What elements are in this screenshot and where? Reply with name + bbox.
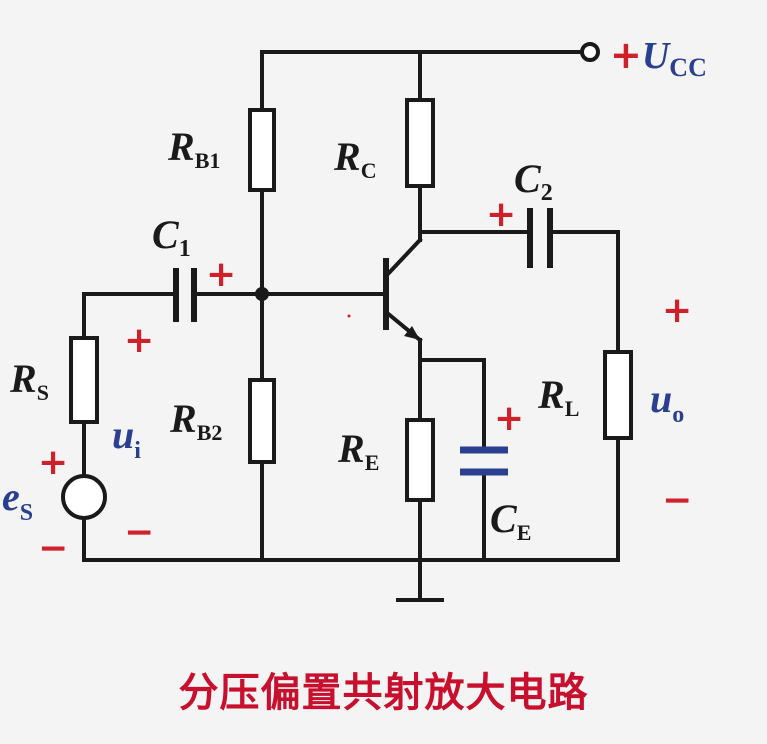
label-c2: C2 <box>514 156 553 206</box>
diagram-title: 分压偏置共射放大电路 <box>178 670 589 716</box>
label-rc: RC <box>333 134 377 183</box>
uo-minus: − <box>662 480 692 521</box>
wires <box>82 50 620 602</box>
es-minus: − <box>38 528 68 569</box>
label-re: RE <box>337 426 379 475</box>
label-ui: ui <box>112 412 141 464</box>
emitter-arrow-icon <box>404 326 420 340</box>
c1-plus: + <box>206 254 236 295</box>
resistor-re <box>405 418 435 502</box>
signal-source-icon <box>61 474 107 520</box>
uo-plus: + <box>662 290 692 331</box>
label-rs: RS <box>9 356 49 405</box>
resistor-rl <box>603 350 633 440</box>
label-ce: CE <box>490 496 531 545</box>
ui-minus: − <box>124 512 154 553</box>
label-es: eS <box>2 474 33 526</box>
label-rb1: RB1 <box>167 124 220 173</box>
resistor-rb2 <box>248 378 276 464</box>
supply-label: +UCC <box>610 33 707 82</box>
label-c1: C1 <box>152 212 191 262</box>
capacitor-c1 <box>173 268 197 322</box>
c2-plus: + <box>486 194 516 235</box>
stray-dot <box>347 314 351 318</box>
ui-plus: + <box>124 320 154 361</box>
es-plus: + <box>38 442 68 483</box>
bjt-transistor <box>383 237 423 343</box>
supply-terminal <box>580 42 600 62</box>
resistor-rc <box>405 98 435 188</box>
capacitor-c2 <box>527 208 553 268</box>
label-uo: uo <box>650 376 684 428</box>
label-rb2: RB2 <box>169 396 222 445</box>
resistor-rs <box>69 336 99 424</box>
label-rl: RL <box>537 372 579 421</box>
base-junction-dot <box>255 287 269 301</box>
resistor-rb1 <box>248 108 276 192</box>
capacitor-ce <box>460 446 508 476</box>
ce-plus: + <box>494 398 524 439</box>
